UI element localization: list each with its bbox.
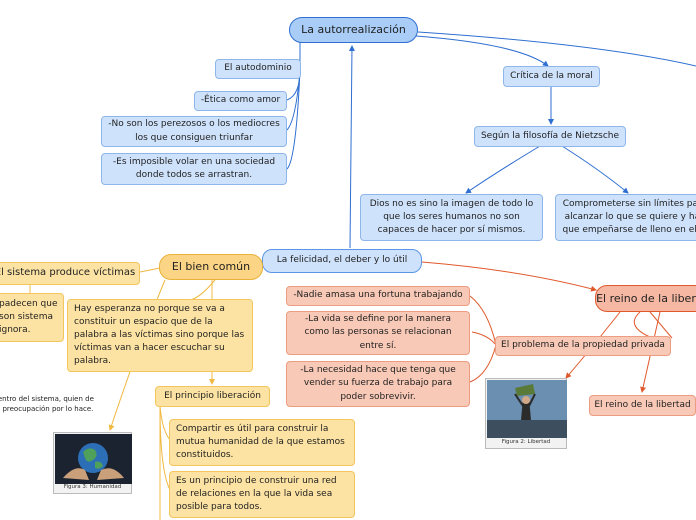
- perezosos-node[interactable]: -No son los perezosos o los mediocres lo…: [101, 116, 287, 147]
- etica-label: -Ética como amor: [200, 95, 281, 106]
- centro-label: centro del sistema, quien de la preocupa…: [0, 395, 94, 413]
- fortuna-node[interactable]: -Nadie amasa una fortuna trabajando: [286, 286, 470, 306]
- liberated-person-icon: [487, 380, 567, 438]
- volar-node[interactable]: -Es imposible volar en una sociedad dond…: [101, 153, 287, 185]
- connector-reino-problema-b: [649, 311, 673, 339]
- critica-node[interactable]: Crítica de la moral: [503, 66, 600, 87]
- connector-felicidad-reino: [421, 261, 597, 292]
- fortuna-label: -Nadie amasa una fortuna trabajando: [293, 290, 463, 301]
- autodominio-label: El autodominio: [224, 63, 292, 74]
- felicidad-node[interactable]: La felicidad, el deber y lo útil: [262, 249, 422, 273]
- problema-node[interactable]: El problema de la propiedad privada: [495, 336, 671, 356]
- figure-humanidad-image[interactable]: Figura 3: Humanidad: [53, 432, 132, 494]
- construir-label: Es un principio de construir una red de …: [176, 475, 337, 513]
- reino2-node[interactable]: El reino de la libertad: [589, 395, 696, 416]
- esperanza-node[interactable]: Hay esperanza no porque se va a constitu…: [67, 299, 253, 372]
- critica-label: Crítica de la moral: [510, 70, 593, 81]
- connector-root-offscreen: [417, 31, 696, 67]
- dios-label: Dios no es sino la imagen de todo lo que…: [369, 198, 534, 236]
- perezosos-label: -No son los perezosos o los mediocres lo…: [108, 119, 280, 143]
- vida-label: -La vida se define por la manera como la…: [304, 314, 452, 351]
- vida-node[interactable]: -La vida se define por la manera como la…: [286, 311, 470, 355]
- problema-label: El problema de la propiedad privada: [501, 340, 665, 351]
- comprometerse-label: Comprometerse sin límites para alcanzar …: [562, 198, 696, 236]
- felicidad-label: La felicidad, el deber y lo útil: [276, 255, 408, 266]
- connector-felicidad-root: [348, 45, 355, 249]
- reino-node[interactable]: El reino de la libertad: [595, 285, 696, 312]
- sistema-label: El sistema produce víctimas: [0, 267, 136, 279]
- root-topic-label: La autorrealización: [301, 23, 406, 37]
- necesidad-label: -La necesidad hace que tenga que vender …: [300, 365, 456, 402]
- connector-nietzsche-dios: [465, 145, 541, 194]
- sistema-node[interactable]: El sistema produce víctimas: [0, 262, 140, 285]
- connector-biencomun-esperanza: [189, 279, 216, 301]
- compartir-node[interactable]: Compartir es útil para construir la mutu…: [169, 419, 355, 466]
- connector-nietzsche-comprometerse: [561, 145, 629, 194]
- connector-problema-vida: [471, 331, 497, 346]
- liberacion-node[interactable]: El principio liberación: [155, 386, 270, 407]
- figure-libertad-image[interactable]: Figura 2: Libertad: [485, 378, 567, 449]
- nietzsche-node[interactable]: Según la filosofía de Nietzsche: [474, 126, 626, 147]
- globe-hands-icon: [55, 434, 132, 484]
- necesidad-node[interactable]: -La necesidad hace que tenga que vender …: [286, 361, 470, 407]
- dios-node[interactable]: Dios no es sino la imagen de todo lo que…: [360, 194, 543, 241]
- padecen-node[interactable]: padecen que son sistema ignora.: [0, 293, 64, 342]
- connector-problema-fortuna: [469, 295, 497, 346]
- volar-label: -Es imposible volar en una sociedad dond…: [112, 156, 276, 180]
- root-topic-node[interactable]: La autorrealización: [289, 17, 418, 43]
- connector-autodominio-volar: [286, 69, 301, 170]
- reino-label: El reino de la libertad: [596, 291, 696, 305]
- centro-text: centro del sistema, quien de la preocupa…: [0, 385, 94, 425]
- compartir-label: Compartir es útil para construir la mutu…: [176, 423, 345, 461]
- etica-node[interactable]: -Ética como amor: [194, 91, 287, 111]
- reino2-label: El reino de la libertad: [594, 399, 691, 410]
- construir-node[interactable]: Es un principio de construir una red de …: [169, 471, 355, 518]
- connector-biencomun-sistema: [139, 267, 161, 273]
- comprometerse-node[interactable]: Comprometerse sin límites para alcanzar …: [555, 194, 696, 241]
- autodominio-node[interactable]: El autodominio: [215, 59, 301, 79]
- esperanza-label: Hay esperanza no porque se va a constitu…: [74, 303, 245, 367]
- liberacion-label: El principio liberación: [164, 390, 261, 401]
- bien-comun-node[interactable]: El bien común: [159, 254, 263, 280]
- padecen-label: padecen que son sistema ignora.: [0, 298, 58, 336]
- connector-root-critica: [415, 35, 549, 67]
- connector-problema-necesidad: [469, 344, 497, 383]
- nietzsche-label: Según la filosofía de Nietzsche: [480, 130, 620, 141]
- figure-libertad-caption: Figura 2: Libertad: [501, 439, 551, 445]
- bien-comun-label: El bien común: [171, 260, 251, 274]
- figure-humanidad-caption: Figura 3: Humanidad: [63, 484, 122, 490]
